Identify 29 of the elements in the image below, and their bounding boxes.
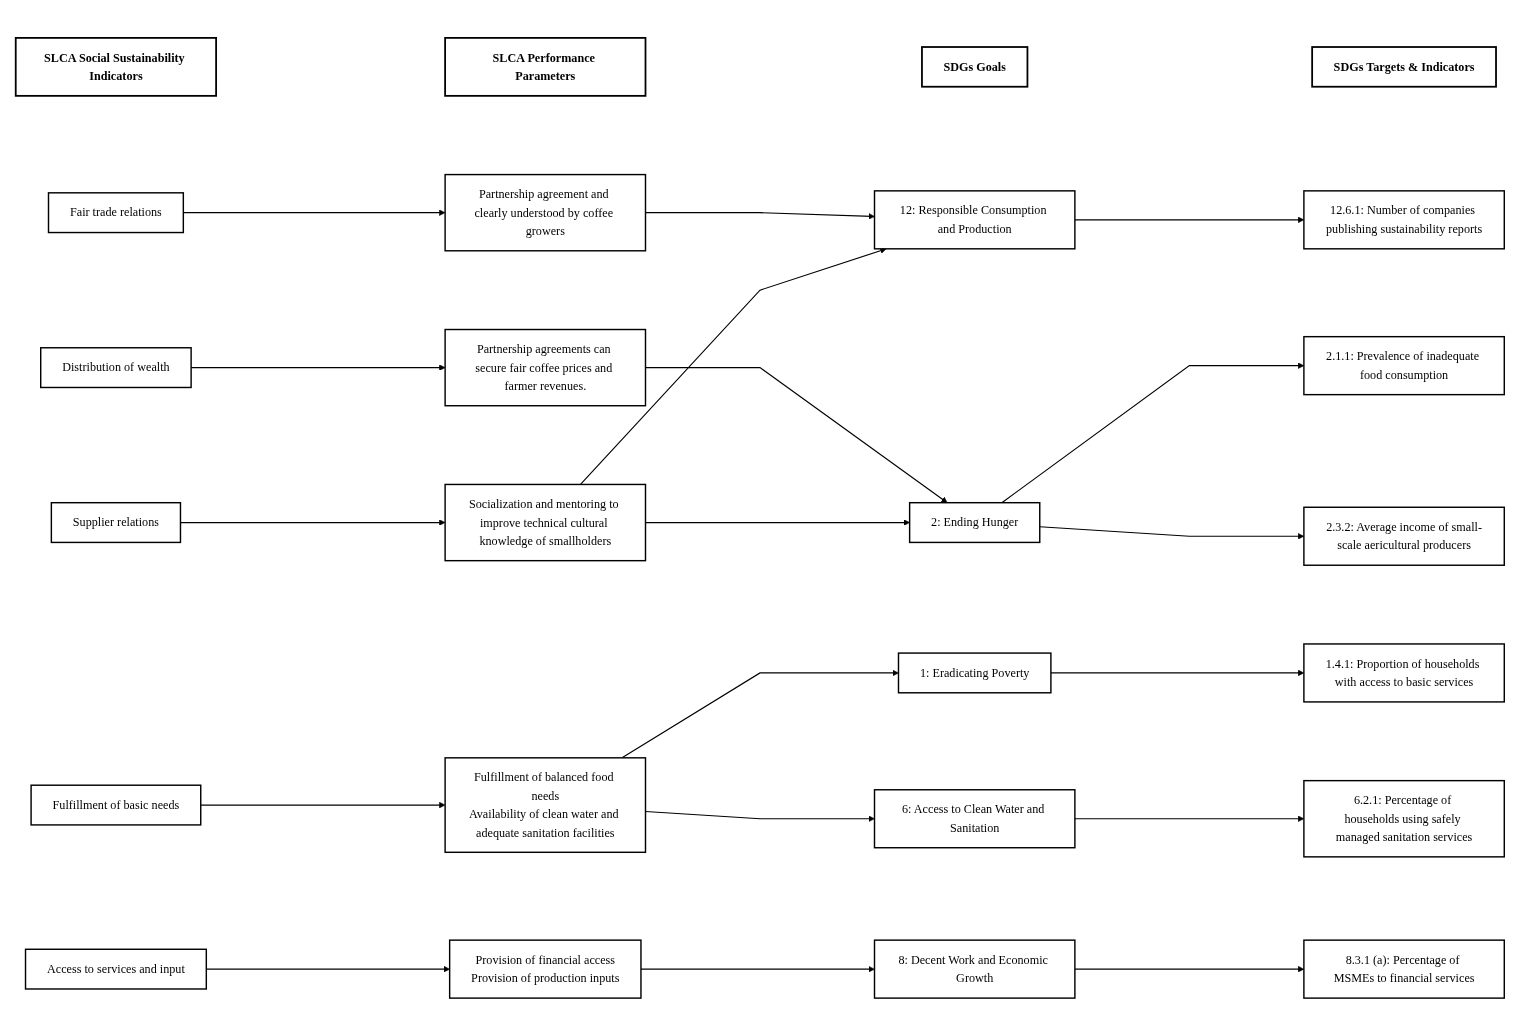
node-box: 2.3.2: Average income of small-scale aericultural producers bbox=[1303, 506, 1505, 566]
node-box: 1: Eradicating Poverty bbox=[897, 651, 1052, 693]
node-box: 8.3.1 (a): Percentage of MSMEs to financial services bbox=[1303, 938, 1505, 999]
node-box: Provision of financial access Provision of production inputs bbox=[448, 938, 642, 999]
node-box: Access to services and input bbox=[24, 948, 208, 990]
node-box: 12.6.1: Number of companies publishing sustainability reports bbox=[1303, 189, 1505, 250]
node-box: 6.2.1: Percentage of households using safely managed sanitation services bbox=[1303, 779, 1505, 858]
node-box: SLCA Performance Parameters bbox=[444, 36, 647, 97]
node-box: 8: Decent Work and Economic Growth bbox=[873, 938, 1076, 999]
arrow bbox=[640, 965, 875, 972]
node-box: SDGs Goals bbox=[921, 45, 1029, 88]
node-box: SDGs Targets & Indicators bbox=[1311, 45, 1497, 88]
node-box: Distribution of wealth bbox=[40, 346, 192, 388]
node-box: 1.4.1: Proportion of households with access to basic services bbox=[1303, 642, 1505, 703]
arrow bbox=[579, 247, 887, 485]
node-box: 2: Ending Hunger bbox=[908, 501, 1041, 543]
arrow bbox=[621, 669, 899, 758]
node-box: Socialization and mentoring to improve technical cultural knowledge of smallholders bbox=[444, 483, 647, 561]
node-box: Fulfillment of balanced food needs Availability of clean water and adequate sanitation facilities bbox=[444, 756, 647, 853]
node-box: Partnership agreement and clearly understood by coffee growers bbox=[444, 173, 647, 251]
node-box: SLCA Social Sustainability Indicators bbox=[14, 36, 217, 97]
node-box: 2.1.1: Prevalence of inadequate food consumption bbox=[1303, 335, 1505, 395]
node-box: Partnership agreements can secure fair coffee prices and farmer revenues. bbox=[444, 328, 647, 406]
arrow bbox=[200, 801, 446, 808]
node-box: 6: Access to Clean Water and Sanitation bbox=[873, 788, 1076, 848]
node-box: Fulfillment of basic needs bbox=[30, 784, 202, 826]
node-box: 12: Responsible Consumption and Production bbox=[873, 189, 1076, 250]
node-box: Supplier relations bbox=[50, 501, 182, 543]
node-box: Fair trade relations bbox=[47, 191, 185, 233]
